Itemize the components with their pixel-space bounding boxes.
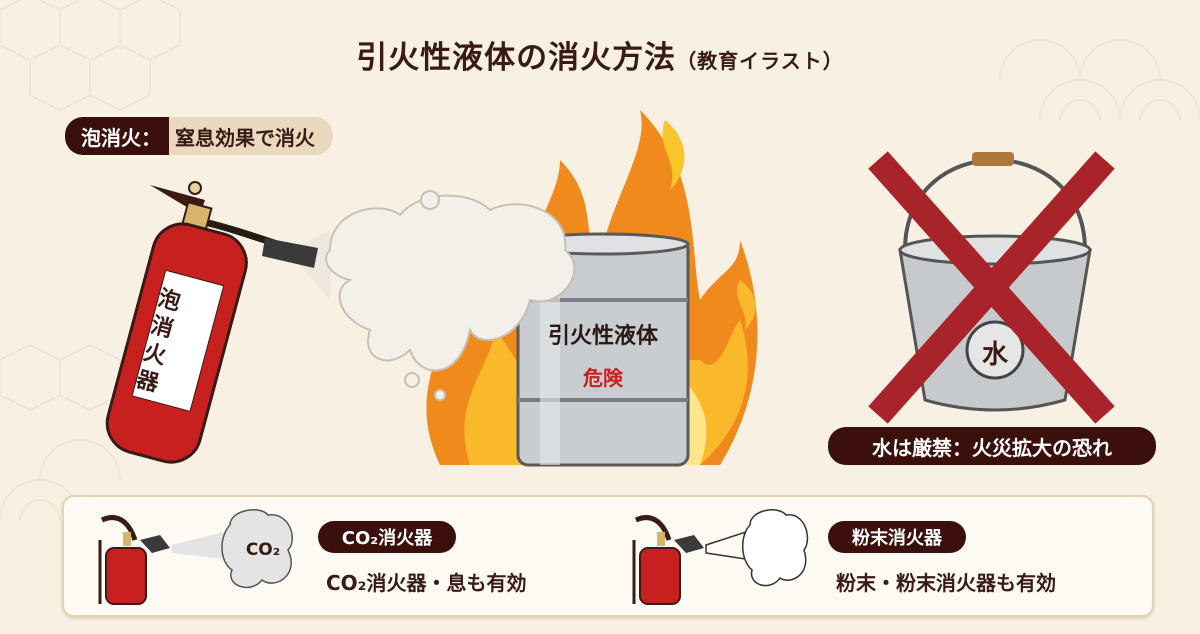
co2-cloud-label: CO₂ xyxy=(245,540,281,560)
prohibited-cross-icon xyxy=(868,151,1115,424)
powder-extinguisher-icon xyxy=(632,509,809,605)
drum-label: 引火性液体 xyxy=(547,324,658,349)
drum-icon xyxy=(516,232,690,467)
co2-extinguisher-icon xyxy=(98,509,293,605)
foam-badge: 泡消火： 窒息効果で消火 xyxy=(65,117,333,155)
title-main: 引火性液体の消火方法 xyxy=(356,40,677,76)
powder-title: 粉末消火器 xyxy=(828,521,966,553)
foam-badge-text: 窒息効果で消火 xyxy=(169,117,333,155)
water-prohibited-badge: 水は厳禁：火災拡大の恐れ xyxy=(828,427,1156,465)
drum-warning: 危険 xyxy=(583,366,623,390)
co2-description: CO₂消火器・息も有効 xyxy=(326,571,527,595)
co2-title: CO₂消火器 xyxy=(318,521,456,553)
page-title: 引火性液体の消火方法（教育イラスト） xyxy=(0,32,1200,77)
title-sub: （教育イラスト） xyxy=(676,49,844,73)
foam-badge-label: 泡消火： xyxy=(65,117,169,155)
foam-cloud xyxy=(300,190,576,401)
powder-description: 粉末・粉末消火器も有効 xyxy=(836,571,1056,595)
bucket-label: 水 xyxy=(981,340,1008,370)
